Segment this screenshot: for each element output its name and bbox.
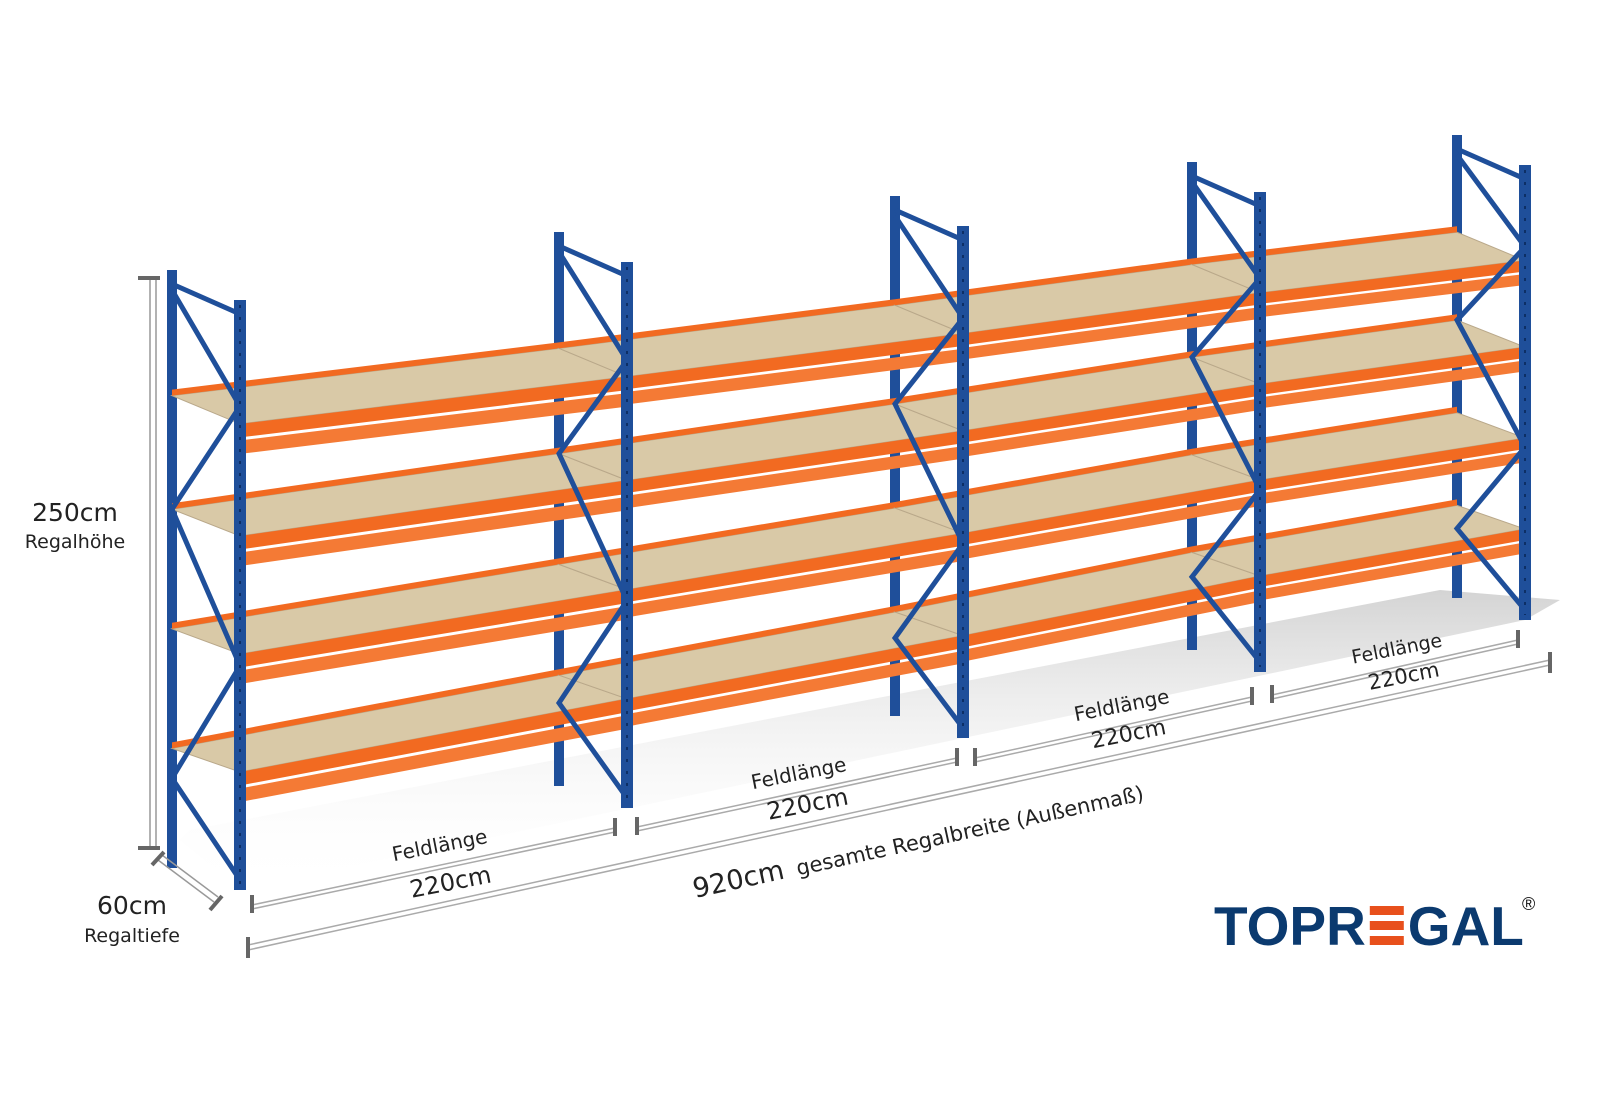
total-dimension-line [247,659,1551,946]
front-beam [240,480,627,550]
front-beam [1260,273,1525,318]
front-upright [957,226,969,738]
front-beam [963,480,1260,545]
front-beam [240,376,627,438]
front-beam [963,494,1260,560]
front-upright [621,262,633,808]
topregal-logo: TOPR GAL ® [1214,894,1535,957]
front-beam [1260,529,1525,587]
side-bracing [893,207,965,243]
front-upright [1254,192,1266,672]
front-beam [1260,347,1525,395]
bay-dimension-line [974,700,1253,763]
total-width: 920cm gesamte Regalbreite (Außenmaß) [690,776,1147,904]
front-beam [1260,438,1525,491]
bay-1-value: 220cm [407,861,493,904]
side-bracing [169,288,243,882]
back-beam [172,669,559,749]
back-beam [895,546,1192,612]
bay-dimension-line [974,696,1253,759]
back-beam [895,258,1192,306]
front-beam [240,393,627,454]
total-dimension-line [247,664,1551,951]
height-value: 250cm [32,498,118,527]
front-beam [963,590,1260,662]
floor-shadow [180,590,1560,890]
side-bracing [557,243,629,279]
bay-dimension-line [251,827,616,906]
shelf-rack [167,135,1531,890]
bay-dimension-line [636,757,958,828]
side-bracing [555,250,631,800]
front-beam [240,589,627,668]
height-dimension [138,276,160,850]
back-beam [895,448,1192,508]
front-beam [627,446,963,509]
front-beam [627,430,963,493]
side-bracing [1453,153,1529,612]
depth-dimension [150,850,224,912]
front-beam [963,398,1260,457]
back-beam [172,342,559,396]
front-beam [627,533,963,603]
front-beam [963,576,1260,648]
back-beam [559,502,895,565]
width-dimensions [246,630,1552,958]
front-beam [1260,451,1525,505]
depth-label: Regaltiefe [84,925,180,947]
side-bracing [1190,173,1262,209]
side-bracing [1455,146,1527,182]
front-beam [1260,360,1525,409]
back-beam [559,299,895,349]
front-beam [240,698,627,786]
front-beam [240,496,627,566]
svg-text:GAL: GAL [1408,895,1524,957]
side-bracing [1188,180,1264,664]
front-beam [1260,260,1525,304]
logo-e-stripe [1369,936,1404,945]
depth-value: 60cm [97,891,167,920]
bay-dimension-line [1271,639,1519,696]
height-label: Regalhöhe [25,531,125,553]
svg-text:TOPR: TOPR [1214,895,1366,957]
back-upright [167,270,177,868]
logo-e-stripe [1369,921,1404,930]
back-beam [172,558,559,629]
back-beam [172,447,559,510]
front-beam [240,715,627,802]
front-beam [627,635,963,712]
bay-dimension-line [1271,643,1519,700]
side-bracing [170,281,242,317]
back-beam [895,351,1192,404]
front-beam [963,292,1260,346]
front-upright [1519,165,1531,620]
front-beam [627,348,963,405]
back-beam [559,398,895,454]
svg-text:®: ® [1522,894,1535,914]
back-beam [559,606,895,676]
front-beam [1260,542,1525,601]
front-beam [240,606,627,684]
front-beam [627,650,963,727]
front-beam [627,333,963,390]
bay-dimension-line [251,831,616,910]
logo-e-stripe [1369,906,1404,915]
total-width-value: 920cm [690,855,787,905]
side-bracing [891,214,967,730]
front-beam [627,548,963,618]
bay-dimension-line [636,761,958,832]
front-beam [963,384,1260,443]
back-upright [890,196,900,716]
front-beam [963,307,1260,360]
